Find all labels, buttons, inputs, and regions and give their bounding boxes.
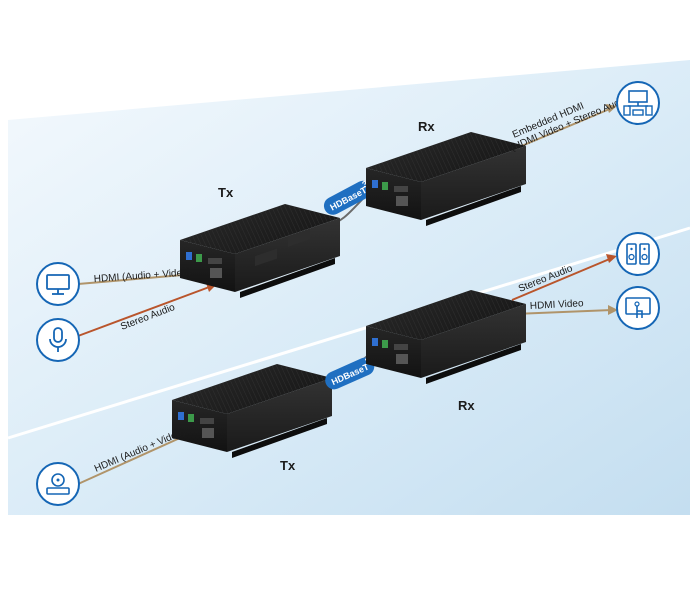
media-player-icon bbox=[36, 462, 80, 506]
top-output-arrow bbox=[606, 104, 617, 113]
port-hdmi bbox=[208, 258, 222, 264]
speaker-icon bbox=[616, 232, 660, 276]
port-green bbox=[382, 182, 388, 190]
port-blue bbox=[372, 180, 378, 188]
port-green bbox=[382, 340, 388, 348]
port-blue bbox=[186, 252, 192, 260]
mount-bracket bbox=[426, 344, 521, 384]
port-rj45 bbox=[210, 268, 222, 278]
microphone-icon bbox=[36, 318, 80, 362]
device-side-face bbox=[421, 146, 526, 220]
port-hdmi bbox=[394, 344, 408, 350]
device-front-face bbox=[366, 168, 421, 220]
device-grille bbox=[172, 364, 332, 414]
port-green bbox=[188, 414, 194, 422]
device-grille bbox=[366, 290, 526, 340]
device-grille bbox=[180, 204, 340, 254]
top-tx-device bbox=[180, 204, 340, 298]
bottom-video-output-arrow bbox=[608, 305, 618, 315]
top-hdbaset-sup: 3 bbox=[361, 179, 370, 190]
bottom-rx-label: Rx bbox=[458, 398, 475, 413]
device-front-face bbox=[366, 326, 421, 378]
device-side-face bbox=[421, 304, 526, 378]
port-green bbox=[196, 254, 202, 262]
bottom-rx-device bbox=[366, 290, 526, 384]
port-rj45 bbox=[396, 354, 408, 364]
monitor-icon bbox=[36, 262, 80, 306]
mount-bracket bbox=[232, 418, 327, 458]
port-hdmi bbox=[394, 186, 408, 192]
port-side-2 bbox=[288, 229, 310, 247]
device-grille bbox=[366, 132, 526, 182]
device-side-face bbox=[227, 378, 332, 452]
top-rx-label: Rx bbox=[418, 119, 435, 134]
port-blue bbox=[372, 338, 378, 346]
bottom-video-output-line bbox=[513, 309, 613, 315]
port-rj45 bbox=[202, 428, 214, 438]
top-tx-label: Tx bbox=[218, 185, 234, 200]
bottom-audio-output-line bbox=[511, 257, 613, 301]
top-output-line bbox=[511, 107, 613, 151]
bottom-tx-label: Tx bbox=[280, 458, 296, 473]
top-audio-input-line bbox=[77, 285, 213, 337]
device-side-face bbox=[235, 218, 340, 292]
device-front-face bbox=[180, 240, 235, 292]
mount-bracket bbox=[240, 258, 335, 298]
port-side-1 bbox=[255, 248, 277, 267]
bottom-tx-device bbox=[172, 364, 332, 458]
device-front-face bbox=[172, 400, 227, 452]
bottom-video-output-label: HDMI Video bbox=[530, 298, 585, 312]
background-band bbox=[8, 60, 690, 515]
bottom-audio-output-arrow bbox=[606, 254, 617, 263]
touch-display-icon bbox=[616, 286, 660, 330]
port-rj45 bbox=[396, 196, 408, 206]
av-system-icon bbox=[616, 81, 660, 125]
section-divider bbox=[7, 226, 691, 440]
mount-bracket bbox=[426, 186, 521, 226]
port-blue bbox=[178, 412, 184, 420]
top-rx-device bbox=[366, 132, 526, 226]
port-hdmi bbox=[200, 418, 214, 424]
